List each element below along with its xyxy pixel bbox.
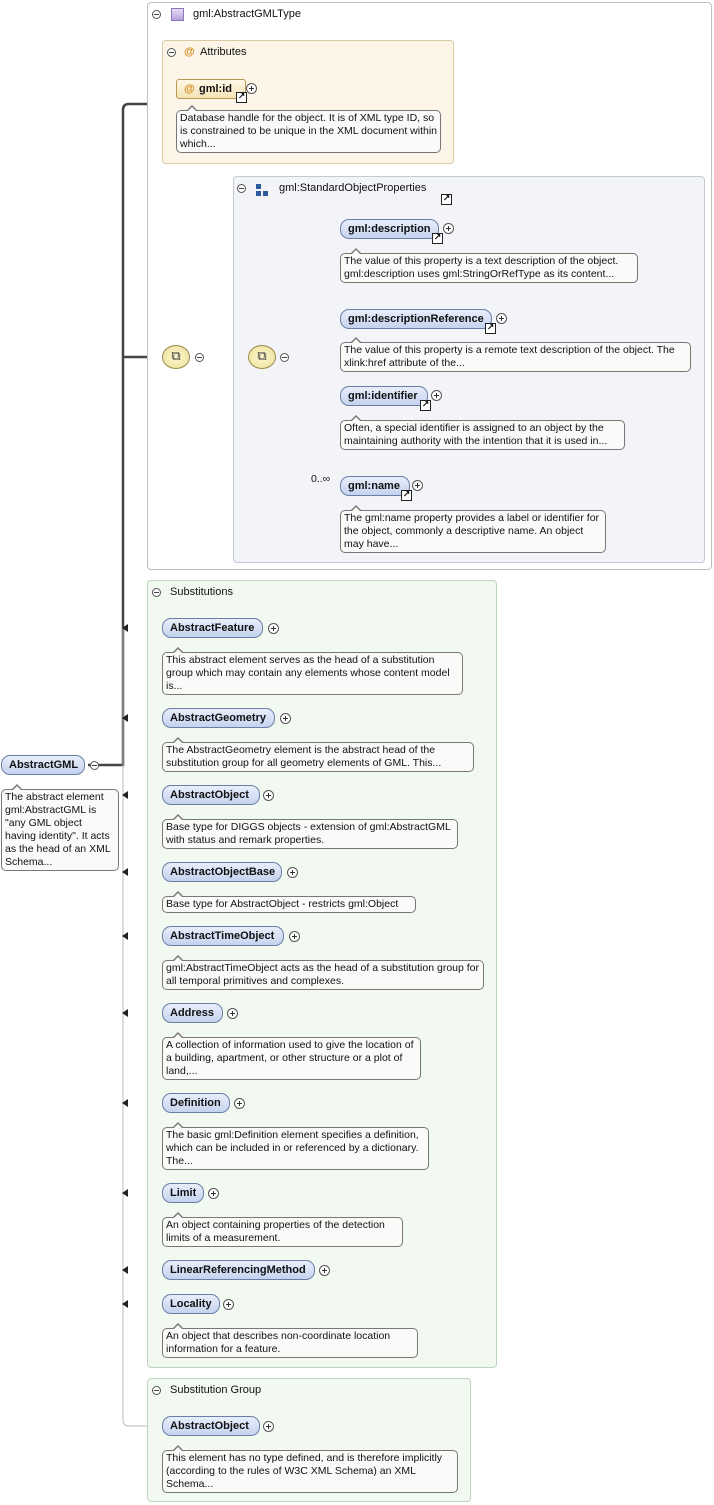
substitution-address[interactable]: Address xyxy=(162,1003,223,1023)
expand-button[interactable] xyxy=(246,83,257,94)
arrow-icon xyxy=(122,714,128,722)
arrow-icon xyxy=(122,791,128,799)
link-icon[interactable]: ↗ xyxy=(236,92,247,103)
substitution-documentation: gml:AbstractTimeObject acts as the head … xyxy=(162,955,484,990)
root-documentation: The abstract element gml:AbstractGML is … xyxy=(1,784,119,871)
arrow-icon xyxy=(122,624,128,632)
substitution-documentation: An object that describes non-coordinate … xyxy=(162,1323,418,1358)
element-documentation: The value of this property is a text des… xyxy=(340,248,638,283)
expand-button[interactable] xyxy=(496,313,507,324)
attribute-at-icon: @ xyxy=(184,83,195,95)
substitution-documentation: This abstract element serves as the head… xyxy=(162,647,463,695)
expand-button[interactable] xyxy=(234,1098,245,1109)
expand-button[interactable] xyxy=(319,1265,330,1276)
substitution-documentation: An object containing properties of the d… xyxy=(162,1212,403,1247)
element-documentation: The value of this property is a remote t… xyxy=(340,337,691,372)
expand-button[interactable] xyxy=(287,867,298,878)
expand-button[interactable] xyxy=(208,1188,219,1199)
arrow-icon xyxy=(122,1266,128,1274)
expand-button[interactable] xyxy=(412,480,423,491)
expand-button[interactable] xyxy=(263,1421,274,1432)
attributes-title: Attributes xyxy=(200,46,247,58)
expand-button[interactable] xyxy=(227,1008,238,1019)
collapse-substitutions-button[interactable] xyxy=(152,588,161,597)
sequence-compositor-icon[interactable]: ⧉ xyxy=(162,345,190,369)
link-icon[interactable]: ↗ xyxy=(401,490,412,501)
substitution-definition[interactable]: Definition xyxy=(162,1093,230,1113)
collapse-type-button[interactable] xyxy=(152,10,161,19)
substitution-documentation: The AbstractGeometry element is the abst… xyxy=(162,737,474,772)
link-icon[interactable]: ↗ xyxy=(432,233,443,244)
collapse-substitution-group-button[interactable] xyxy=(152,1386,161,1395)
expand-button[interactable] xyxy=(268,623,279,634)
expand-button[interactable] xyxy=(443,223,454,234)
element-documentation: The gml:name property provides a label o… xyxy=(340,505,606,553)
collapse-sequence-button[interactable] xyxy=(280,353,289,362)
substitution-abstract-time-object[interactable]: AbstractTimeObject xyxy=(162,926,284,946)
substitution-group-abstract-object[interactable]: AbstractObject xyxy=(162,1416,260,1436)
substitution-abstract-feature[interactable]: AbstractFeature xyxy=(162,618,263,638)
substitution-abstract-object-base[interactable]: AbstractObjectBase xyxy=(162,862,282,882)
substitution-documentation: Base type for AbstractObject - restricts… xyxy=(162,891,416,913)
sequence-compositor-icon[interactable]: ⧉ xyxy=(248,345,276,369)
collapse-sequence-button[interactable] xyxy=(195,353,204,362)
arrow-icon xyxy=(122,1099,128,1107)
expand-button[interactable] xyxy=(280,713,291,724)
expand-button[interactable] xyxy=(223,1299,234,1310)
link-icon[interactable]: ↗ xyxy=(441,194,452,205)
arrow-icon xyxy=(122,1189,128,1197)
substitution-limit[interactable]: Limit xyxy=(162,1183,204,1203)
collapse-group-button[interactable] xyxy=(237,184,246,193)
element-gml-description[interactable]: gml:description xyxy=(340,219,439,239)
element-documentation: Often, a special identifier is assigned … xyxy=(340,415,625,450)
substitution-documentation: The basic gml:Definition element specifi… xyxy=(162,1122,429,1170)
expand-button[interactable] xyxy=(289,931,300,942)
element-gml-identifier[interactable]: gml:identifier xyxy=(340,386,428,406)
group-title: gml:StandardObjectProperties xyxy=(279,182,427,194)
substitution-documentation: A collection of information used to give… xyxy=(162,1032,421,1080)
substitution-documentation: Base type for DIGGS objects - extension … xyxy=(162,814,458,849)
element-gml-name[interactable]: gml:name xyxy=(340,476,410,496)
group-icon xyxy=(256,184,268,196)
type-title: gml:AbstractGMLType xyxy=(193,8,301,20)
substitution-locality[interactable]: Locality xyxy=(162,1294,220,1314)
substitution-abstract-object[interactable]: AbstractObject xyxy=(162,785,260,805)
attribute-name: gml:id xyxy=(199,83,232,95)
link-icon[interactable]: ↗ xyxy=(485,323,496,334)
arrow-icon xyxy=(122,1009,128,1017)
attribute-at-icon: @ xyxy=(184,46,195,58)
arrow-icon xyxy=(122,868,128,876)
attribute-documentation: Database handle for the object. It is of… xyxy=(176,105,441,153)
substitution-group-documentation: This element has no type defined, and is… xyxy=(162,1445,458,1493)
attribute-gml-id[interactable]: @ gml:id xyxy=(176,79,246,99)
arrow-icon xyxy=(122,932,128,940)
arrow-icon xyxy=(122,1300,128,1308)
expand-button[interactable] xyxy=(431,390,442,401)
collapse-root-button[interactable] xyxy=(90,761,99,770)
substitutions-title: Substitutions xyxy=(170,586,233,598)
complex-type-icon xyxy=(171,8,184,21)
cardinality-label: 0..∞ xyxy=(311,473,331,485)
element-gml-description-reference[interactable]: gml:descriptionReference xyxy=(340,309,492,329)
substitution-abstract-geometry[interactable]: AbstractGeometry xyxy=(162,708,275,728)
substitution-group-title: Substitution Group xyxy=(170,1384,262,1396)
root-element-abstract-gml[interactable]: AbstractGML xyxy=(1,755,85,775)
expand-button[interactable] xyxy=(263,790,274,801)
link-icon[interactable]: ↗ xyxy=(420,400,431,411)
substitution-linear-referencing-method[interactable]: LinearReferencingMethod xyxy=(162,1260,315,1280)
collapse-attributes-button[interactable] xyxy=(167,48,176,57)
